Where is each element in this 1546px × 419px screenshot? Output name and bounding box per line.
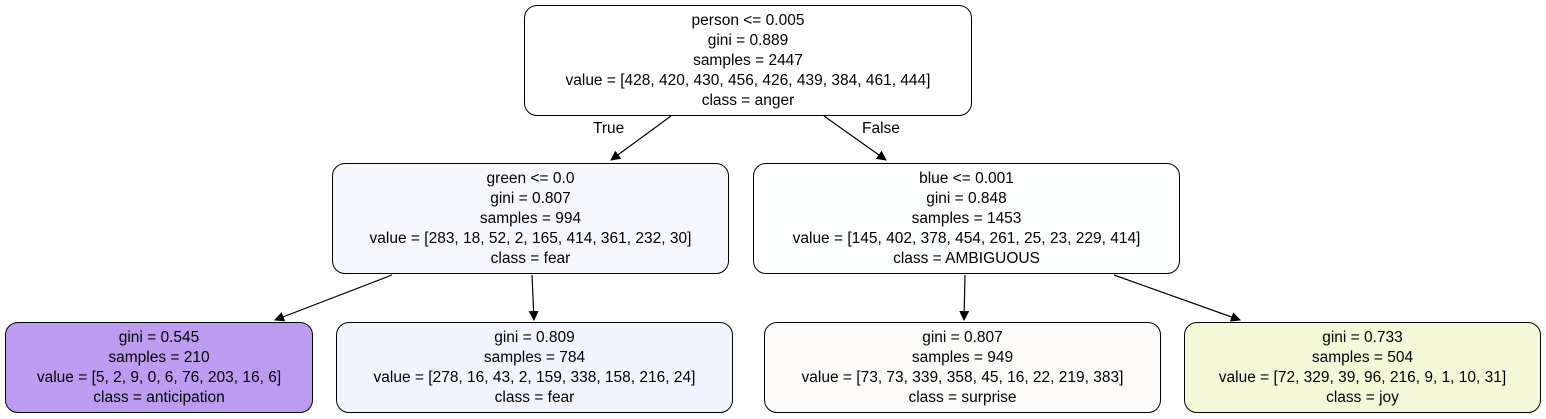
node-samples: samples = 784 — [483, 348, 586, 366]
tree-leaf-2: gini = 0.809 samples = 784 value = [278,… — [336, 322, 733, 413]
tree-node-right: blue <= 0.001 gini = 0.848 samples = 145… — [753, 163, 1180, 274]
tree-node-root: person <= 0.005 gini = 0.889 samples = 2… — [524, 5, 972, 116]
node-class: class = anger — [701, 91, 795, 109]
node-class: class = surprise — [908, 388, 1017, 406]
node-value: value = [278, 16, 43, 2, 159, 338, 158, … — [373, 368, 696, 386]
edge-root-to-left — [610, 115, 672, 161]
edge-root-to-right — [823, 115, 887, 161]
node-gini: gini = 0.733 — [1322, 328, 1403, 346]
node-split-rule: green <= 0.0 — [486, 169, 575, 187]
node-split-rule: person <= 0.005 — [691, 11, 805, 29]
edge-label-false: False — [862, 120, 900, 137]
node-gini: gini = 0.889 — [707, 31, 789, 49]
edge-right-to-leaf3 — [959, 274, 970, 321]
edge-left-to-leaf2 — [528, 274, 539, 321]
node-gini: gini = 0.848 — [926, 189, 1007, 207]
node-samples: samples = 949 — [911, 348, 1014, 366]
node-samples: samples = 2447 — [693, 51, 803, 69]
node-class: class = AMBIGUOUS — [893, 249, 1040, 267]
node-gini: gini = 0.807 — [490, 189, 571, 207]
tree-node-left: green <= 0.0 gini = 0.807 samples = 994 … — [332, 163, 729, 274]
tree-leaf-3: gini = 0.807 samples = 949 value = [73, … — [764, 322, 1161, 413]
node-samples: samples = 504 — [1311, 348, 1414, 366]
node-value: value = [73, 73, 339, 358, 45, 16, 22, 2… — [801, 368, 1124, 386]
node-class: class = anticipation — [93, 388, 225, 406]
node-samples: samples = 994 — [479, 209, 582, 227]
node-samples: samples = 1453 — [911, 209, 1022, 227]
node-class: class = joy — [1326, 388, 1399, 406]
node-gini: gini = 0.807 — [922, 328, 1003, 346]
tree-leaf-4: gini = 0.733 samples = 504 value = [72, … — [1184, 322, 1541, 413]
node-samples: samples = 210 — [108, 348, 210, 366]
node-value: value = [72, 329, 39, 96, 216, 9, 1, 10,… — [1218, 368, 1507, 386]
node-gini: gini = 0.809 — [494, 328, 575, 346]
node-value: value = [5, 2, 9, 0, 6, 76, 203, 16, 6] — [36, 368, 282, 386]
node-class: class = fear — [494, 388, 575, 406]
edge-label-true: True — [593, 120, 625, 137]
node-class: class = fear — [490, 249, 571, 267]
node-value: value = [428, 420, 430, 456, 426, 439, 3… — [565, 71, 931, 89]
node-gini: gini = 0.545 — [118, 328, 200, 346]
node-value: value = [145, 402, 378, 454, 261, 25, 23… — [792, 229, 1141, 247]
edge-left-to-leaf1 — [274, 274, 393, 322]
edge-right-to-leaf4 — [1113, 274, 1241, 322]
node-value: value = [283, 18, 52, 2, 165, 414, 361, … — [369, 229, 692, 247]
node-split-rule: blue <= 0.001 — [919, 169, 1014, 187]
tree-leaf-1: gini = 0.545 samples = 210 value = [5, 2… — [5, 322, 313, 413]
